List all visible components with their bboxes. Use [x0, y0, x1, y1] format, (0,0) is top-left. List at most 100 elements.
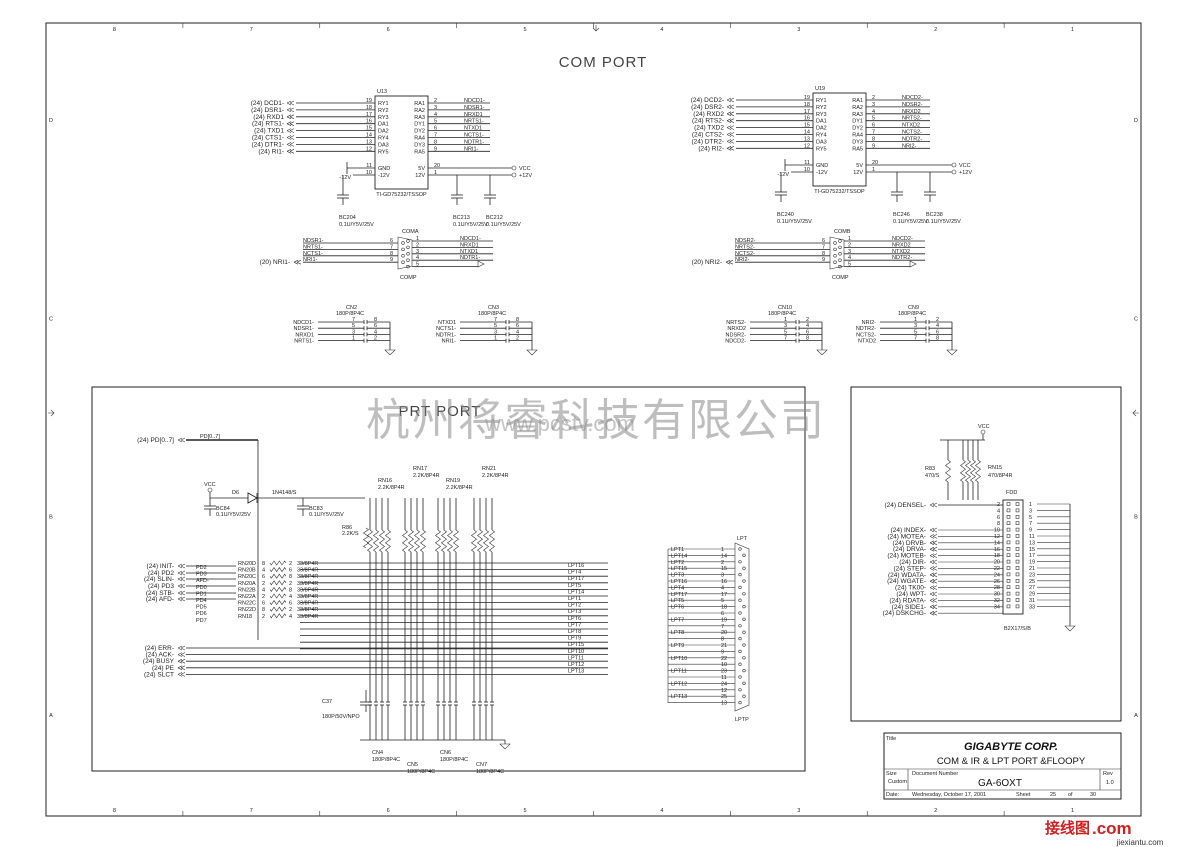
lpt-connector-section: LPTLPTP114215316417518619720821922102311…: [667, 536, 750, 723]
pin-name: 5V: [418, 166, 425, 172]
array-value: 180P/8P4C: [478, 311, 506, 317]
fdd-part: B2X17/S/B: [1004, 626, 1031, 632]
pin-number: 18: [994, 553, 1000, 559]
port-arrow-icon: [929, 591, 938, 597]
pin-number: 19: [804, 95, 810, 101]
row-marker: B: [49, 515, 53, 521]
array-value: 180P/8P4C: [336, 311, 364, 317]
pin-number: 12: [804, 143, 810, 149]
lpt-pin: [738, 572, 742, 577]
fdd-pin: [1015, 553, 1020, 558]
pin-number: 11: [1029, 534, 1035, 540]
resistor-symbol: [407, 529, 415, 553]
pin-number: 3: [721, 573, 724, 579]
pin-number: 2: [262, 581, 265, 587]
resistor-symbol: [269, 600, 287, 606]
pin-number: 2: [806, 317, 809, 323]
connector-ref: COMA: [402, 229, 419, 235]
vcc-label: VCC: [204, 482, 216, 488]
connector-pin: [838, 252, 842, 256]
pin-name: RY2: [378, 108, 389, 114]
fdd-pin: [1006, 546, 1011, 551]
pin-number: 11: [721, 675, 727, 681]
pin-number: 2: [289, 561, 292, 567]
lpt-net-label: LPT12: [671, 681, 687, 687]
port-arrow-icon: [726, 104, 735, 110]
net-label: (24) DSR2-: [691, 104, 724, 111]
fdd-signal-label: (24) DRVB-: [893, 540, 926, 547]
net-label: (24) CTS1-: [252, 135, 284, 142]
ic-part: TI-GD75232/TSSOP: [814, 189, 865, 195]
cn-value: 180P/8P4C: [372, 757, 400, 763]
net-label: (24) DCD1-: [251, 100, 284, 107]
fdd-signal-label: (24) MOTEB-: [887, 553, 926, 560]
net-label: (24) TXD2: [694, 125, 724, 132]
pin-number: 7: [914, 336, 917, 342]
densel-label: (24) DENSEL-: [884, 502, 926, 509]
pin-number: 8: [262, 561, 265, 567]
rn-series-ref: RN18: [238, 614, 252, 620]
pin-number: 13: [1029, 540, 1035, 546]
title-label: Title: [886, 736, 896, 742]
pin-number: 8: [806, 336, 809, 342]
db9-connector-icon: [397, 236, 413, 270]
net-label: NDTR1-: [460, 255, 480, 261]
lpt-pin: [738, 547, 742, 551]
rn-series-ref: RN22A: [238, 594, 256, 600]
pin-number: 5: [434, 119, 437, 125]
port-arrow-icon: [177, 665, 186, 671]
size-label: Size: [886, 771, 897, 777]
port-arrow-icon: [726, 125, 735, 130]
pin-number: 8: [872, 136, 875, 142]
pd-label: PD1: [196, 591, 207, 597]
pin-number: 2: [434, 98, 437, 104]
pin-number: 1: [416, 236, 419, 242]
watermark-site: www.pcstv.com: [484, 411, 635, 436]
pin-number: 6: [434, 126, 437, 132]
pin-name: 12V: [415, 173, 425, 179]
connector-pin: [838, 239, 842, 243]
rn-series-ref: RN22C: [238, 601, 256, 607]
connector-sub: COMP: [832, 275, 849, 281]
port-arrow-icon: [929, 553, 938, 558]
fdd-pin: [1015, 521, 1020, 526]
rn-series-value: 33/8P4R: [297, 574, 318, 580]
lpt-pin: [742, 566, 746, 570]
array-ref: CN9: [908, 305, 919, 311]
fdd-pin: [1015, 546, 1020, 551]
pin-name: GND: [378, 166, 390, 172]
pin-number: 3: [872, 102, 875, 108]
lpt-net-label: LPT2: [671, 560, 684, 566]
port-arrow-icon: [929, 610, 938, 616]
net-label: NCTS2-: [902, 130, 922, 136]
pin-number: 7: [434, 133, 437, 139]
sheet-label: Sheet: [1016, 792, 1031, 798]
lpt-net-label: LPT6: [671, 605, 684, 611]
net-label: NDSR2-: [735, 238, 756, 244]
connector-ref: COMB: [834, 229, 851, 235]
net-label: NRI2-: [735, 257, 750, 263]
net-label: NRTS2-: [726, 320, 746, 326]
pin-number: 7: [494, 317, 497, 323]
pin-number: 1: [914, 317, 917, 323]
fdd-signal-label: (24) DIR-: [899, 559, 926, 566]
connector-pin: [406, 252, 410, 256]
lpt-net-label: LPT3: [568, 609, 581, 615]
net-label: NRXD1: [295, 332, 314, 338]
pin-number: 30: [994, 592, 1000, 598]
signal-label: (24) PD2: [148, 570, 174, 577]
pin-number: 2: [721, 560, 724, 566]
lpt-pin: [742, 579, 746, 583]
pin-number: 4: [434, 112, 437, 118]
bus-name: PD[0..7]: [200, 434, 220, 440]
connector-pin: [838, 264, 842, 269]
net-label: NRI1-: [464, 146, 479, 152]
port-arrow-icon: [929, 527, 938, 533]
lpt-net-label: LPT16: [671, 579, 687, 585]
pin-number: 1: [784, 317, 787, 323]
pin-number: 27: [1029, 585, 1035, 591]
lpt-pin: [738, 649, 742, 654]
connector-pin: [401, 241, 405, 245]
center-mark-icon: [48, 409, 55, 417]
rn15-ref: RN15: [988, 465, 1002, 471]
